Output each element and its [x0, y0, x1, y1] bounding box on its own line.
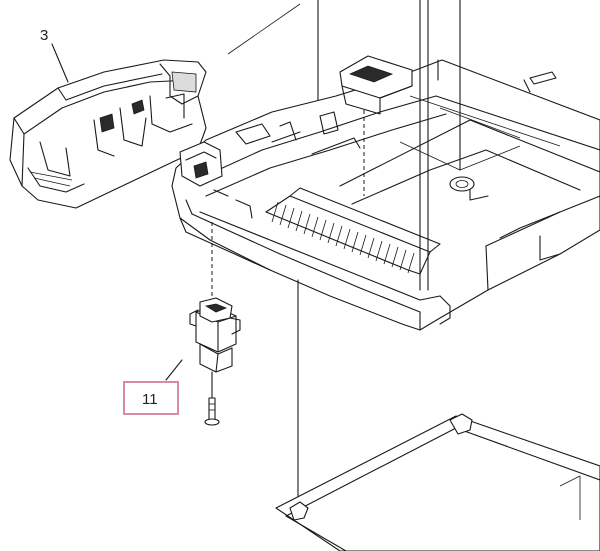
callout-11-highlight-box: [123, 381, 179, 415]
roller-ribs: [271, 201, 415, 274]
part-3-side-cover: [9, 59, 207, 209]
bottom-panel: [275, 413, 600, 551]
part-11-solenoid: [189, 297, 241, 373]
part-11-screw: [204, 397, 220, 426]
leader-line-11: [165, 359, 183, 381]
callout-3: 3: [40, 27, 48, 44]
edge-line: [227, 3, 301, 55]
callout-11: 11: [142, 391, 158, 408]
base-frame-assembly: [171, 55, 600, 331]
leader-line-3: [51, 43, 69, 83]
